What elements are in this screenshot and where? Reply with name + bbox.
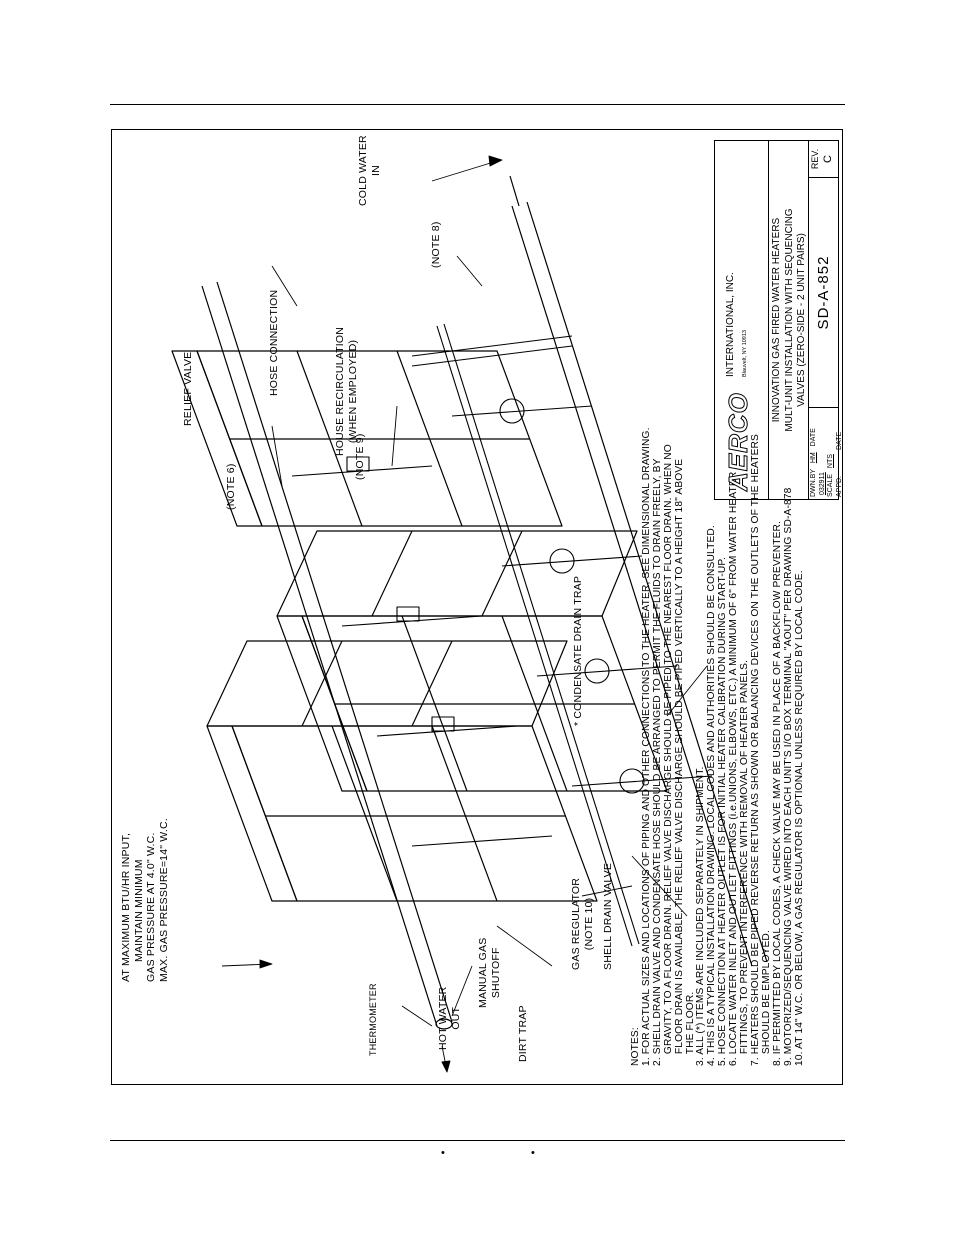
manual-gas-shutoff-label: MANUAL GAS SHUTOFF <box>477 937 502 1008</box>
heater-connections <box>291 398 713 847</box>
note-8-label: (NOTE 8) <box>430 221 442 268</box>
footer-bullet: • <box>531 1147 535 1159</box>
hot-water-out-label: HOT WATER OUT <box>437 986 462 1050</box>
note-line: 10. AT 14" W.C. OR BELOW, A GAS REGULATO… <box>793 570 805 1066</box>
note-line: 9. MOTORIZED/SEQUENCING VALVE WIRED INTO… <box>782 487 794 1066</box>
dirt-trap-label: DIRT TRAP <box>517 1005 529 1062</box>
company-name: INTERNATIONAL, INC. <box>725 272 736 377</box>
note-6-label: (NOTE 6) <box>225 463 237 510</box>
header-rule <box>110 104 845 105</box>
aerco-logo: AERCO <box>723 392 754 492</box>
condensate-drain-trap-label: * CONDENSATE DRAIN TRAP <box>572 575 584 726</box>
cold-water-in-label: COLD WATER IN <box>357 135 382 206</box>
cold-water-header <box>509 175 768 967</box>
shell-drain-valve-label: SHELL DRAIN VALVE <box>602 862 614 970</box>
note-line: FLOOR DRAIN IS AVAILABLE, THE RELIEF VAL… <box>673 458 685 1066</box>
gas-pressure-callout: AT MAXIMUM BTU/HR INPUT, MAINTAIN MINIMU… <box>120 818 170 982</box>
footer-rule <box>110 1140 845 1141</box>
relief-valve-label: RELIEF VALVE <box>182 351 194 426</box>
title-block-company-cell: AERCO INTERNATIONAL, INC. Blauvelt, NY 1… <box>715 141 769 499</box>
notes-block: NOTES: 1. FOR ACTUAL SIZES AND LOCATIONS… <box>630 427 806 1066</box>
hose-connection-label: HOSE CONNECTION <box>268 289 280 396</box>
note-line: GRAVITY, TO A FLOOR DRAIN. RELIEF VALVE … <box>662 444 674 1066</box>
drawing-frame: AT MAXIMUM BTU/HR INPUT, MAINTAIN MINIMU… <box>111 129 843 1085</box>
title-block: AERCO INTERNATIONAL, INC. Blauvelt, NY 1… <box>714 140 843 500</box>
thermometer-label: THERMOMETER <box>368 983 378 1056</box>
leader-lines <box>221 155 708 1073</box>
piping-illustration <box>171 155 768 1073</box>
house-recirculation-label: HOUSE RECIRCULATION (WHEN EMPLOYED) <box>334 326 359 456</box>
gas-header <box>436 323 640 947</box>
drawing-number: SD-A-852 <box>809 177 838 407</box>
gas-regulator-label: GAS REGULATOR (NOTE 10) <box>570 877 595 970</box>
company-location: Blauvelt, NY 10913 <box>742 330 748 377</box>
hot-water-header <box>201 281 453 1030</box>
title-block-title-cell: INNOVATION GAS FIRED WATER HEATERS MULT-… <box>769 141 809 499</box>
footer-bullet: • <box>441 1147 445 1159</box>
revision-cell: REV. C <box>810 148 834 170</box>
heater-unit-2 <box>276 530 668 792</box>
heater-unit-1 <box>206 640 598 902</box>
recirculation-pipe <box>411 335 573 367</box>
heater-unit-3 <box>171 350 563 527</box>
title-block-meta-cell: DWN.BY HM DATE 032911 SCALE NTS APPD. DA… <box>809 407 843 499</box>
installation-drawing: AT MAXIMUM BTU/HR INPUT, MAINTAIN MINIMU… <box>112 130 844 1086</box>
